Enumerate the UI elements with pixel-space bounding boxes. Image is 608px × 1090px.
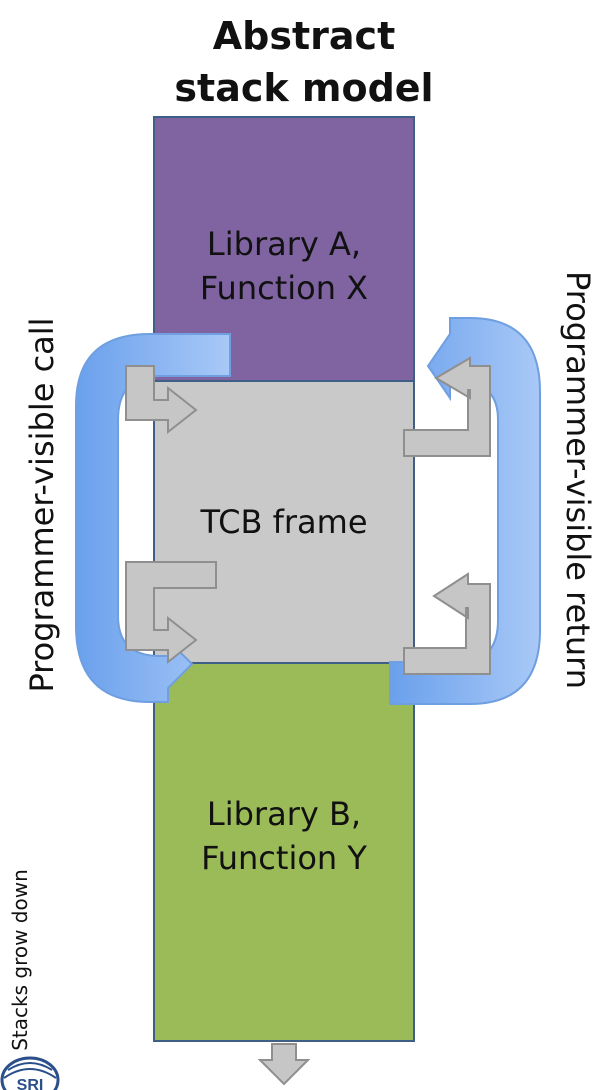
- library-a-line-1: Library A,: [206, 225, 362, 263]
- call-label: Programmer-visible call: [23, 317, 61, 693]
- tcb-frame-label: TCB frame: [200, 503, 368, 541]
- diagram-title: Abstract stack model: [0, 0, 608, 114]
- return-arrow-icon: [389, 317, 541, 705]
- library-a-frame: Library A, Function X: [153, 116, 415, 382]
- tcb-frame: TCB frame: [153, 380, 415, 664]
- call-arrow-icon: [75, 333, 231, 703]
- stacks-grow-label: Stacks grow down: [8, 869, 32, 1051]
- library-a-line-2: Function X: [199, 269, 369, 307]
- logo-text: SRI: [17, 1077, 44, 1090]
- logo-icon: SRI: [0, 1056, 60, 1090]
- library-b-frame: Library B, Function Y: [153, 662, 415, 1042]
- library-b-line-1: Library B,: [206, 795, 362, 833]
- title-line-2: stack model: [174, 66, 434, 110]
- down-arrow-icon: [257, 1043, 311, 1086]
- title-line-1: Abstract: [212, 14, 396, 58]
- tcb-exit-arrow-icon: [403, 356, 491, 675]
- tcb-entry-arrow-icon: [125, 365, 217, 665]
- return-label: Programmer-visible return: [559, 271, 597, 689]
- library-b-line-2: Function Y: [201, 839, 367, 877]
